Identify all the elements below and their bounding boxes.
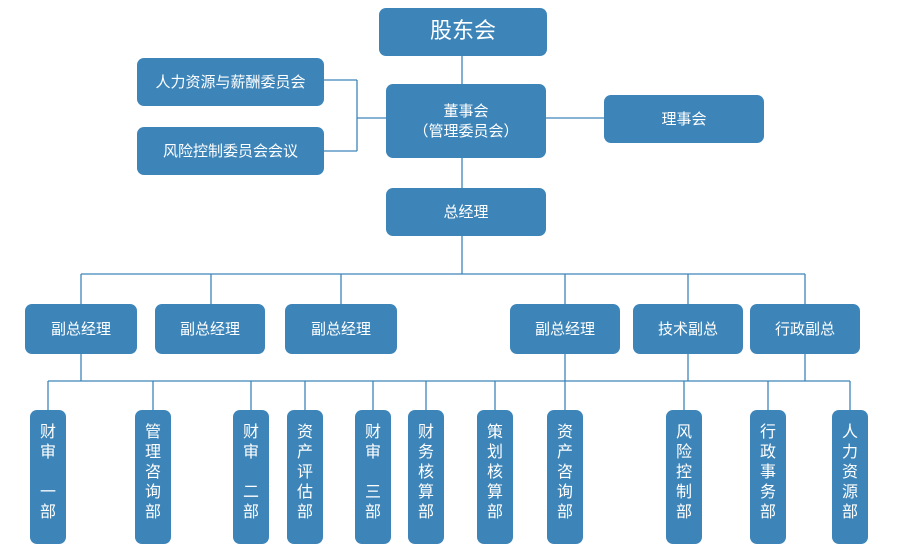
department-label: 策划核算部 (486, 422, 503, 521)
department-label: 财审 二部 (242, 422, 259, 521)
technical-vp-label: 技术副总 (657, 319, 718, 338)
department-label: 财审 三部 (364, 422, 381, 521)
board-box: 董事会 （管理委员会） (386, 84, 546, 158)
department-box: 资产评估部 (287, 410, 323, 544)
department-label: 资产咨询部 (556, 422, 573, 521)
general-manager-label: 总经理 (443, 202, 489, 221)
board-label: 董事会 (443, 101, 489, 120)
manager-label: 副总经理 (310, 319, 371, 338)
manager-box: 副总经理 (285, 304, 397, 354)
department-box: 财审 三部 (355, 410, 391, 544)
general-manager-box: 总经理 (386, 188, 546, 236)
shareholders-label: 股东会 (429, 19, 496, 45)
hr-compensation-committee-box: 人力资源与薪酬委员会 (137, 58, 324, 106)
department-box: 财务核算部 (408, 410, 444, 544)
department-box: 策划核算部 (477, 410, 513, 544)
department-label: 财务核算部 (417, 422, 434, 521)
department-box: 人力资源部 (832, 410, 868, 544)
department-box: 管理咨询部 (135, 410, 171, 544)
supervisors-box: 理事会 (604, 95, 764, 143)
technical-vp-box: 技术副总 (633, 304, 743, 354)
manager-box: 副总经理 (510, 304, 620, 354)
manager-label: 副总经理 (50, 319, 111, 338)
risk-control-committee-label: 风险控制委员会会议 (162, 141, 298, 160)
department-label: 财审 一部 (39, 422, 56, 521)
manager-label: 副总经理 (534, 319, 595, 338)
admin-vp-label: 行政副总 (774, 319, 835, 338)
department-label: 行政事务部 (759, 422, 776, 521)
department-box: 风险控制部 (666, 410, 702, 544)
department-box: 财审 一部 (30, 410, 66, 544)
department-box: 资产咨询部 (547, 410, 583, 544)
department-label: 资产评估部 (296, 422, 313, 521)
manager-box: 副总经理 (25, 304, 137, 354)
manager-label: 副总经理 (179, 319, 240, 338)
department-label: 人力资源部 (841, 422, 858, 521)
department-label: 风险控制部 (675, 422, 692, 521)
manager-box: 副总经理 (155, 304, 265, 354)
admin-vp-box: 行政副总 (750, 304, 860, 354)
board-sublabel: （管理委员会） (413, 122, 519, 140)
hr-compensation-committee-label: 人力资源与薪酬委员会 (155, 72, 306, 91)
risk-control-committee-box: 风险控制委员会会议 (137, 127, 324, 175)
department-label: 管理咨询部 (144, 422, 161, 521)
department-box: 行政事务部 (750, 410, 786, 544)
supervisors-label: 理事会 (661, 109, 707, 128)
shareholders-box: 股东会 (379, 8, 547, 56)
department-box: 财审 二部 (233, 410, 269, 544)
